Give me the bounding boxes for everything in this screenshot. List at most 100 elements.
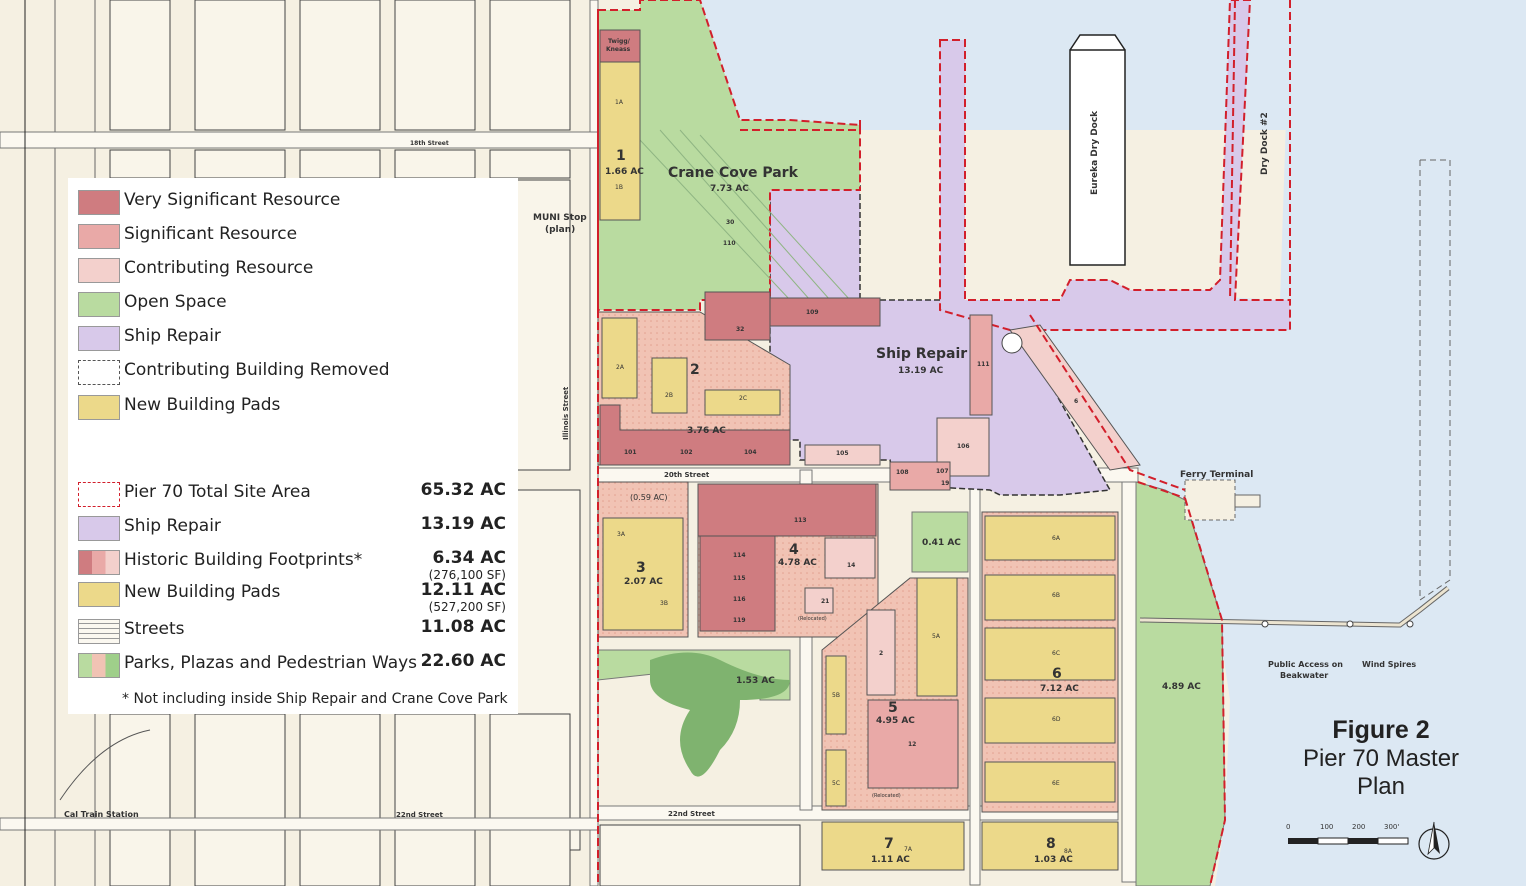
bldg-113: 113: [794, 517, 807, 524]
eureka-dry-dock: [1069, 34, 1126, 266]
scale-tick-200: 200: [1352, 823, 1366, 831]
legend-swatch: [78, 395, 120, 420]
bldg-5c: 5C: [832, 780, 841, 787]
block-1-number: 1: [616, 148, 626, 164]
legend-swatch: [78, 482, 120, 507]
label-22nd-street-east: 22nd Street: [668, 810, 715, 818]
block-3-number: 3: [636, 560, 646, 576]
bldg-5a: 5A: [932, 633, 940, 640]
block-7-number: 7: [884, 836, 894, 852]
legend-swatch: [78, 619, 120, 644]
legend-area-value: 6.34 AC: [432, 548, 507, 568]
legend-area-item: New Building Pads 12.11 AC(527,200 SF): [68, 578, 508, 614]
legend-item: Open Space: [68, 288, 508, 318]
legend-swatch: [78, 190, 120, 215]
block-7: [821, 821, 965, 871]
label-illinois-street: Illinois Street: [562, 386, 570, 440]
block-4-area: 4.78 AC: [778, 558, 817, 568]
block-8: [981, 821, 1119, 871]
bldg-6: 6: [1074, 398, 1079, 405]
block-5-area: 4.95 AC: [876, 716, 915, 726]
legend-label: Very Significant Resource: [124, 190, 341, 210]
label-muni-stop: MUNI Stop: [533, 213, 587, 223]
legend-swatch: [78, 516, 120, 541]
label-crane-cove-area: 7.73 AC: [710, 184, 749, 194]
bldg-14: 14: [847, 562, 856, 569]
block-1: [599, 54, 641, 221]
legend-area-label: Pier 70 Total Site Area: [124, 482, 311, 502]
legend-swatch: [78, 258, 120, 283]
block-4-number: 4: [789, 542, 799, 558]
legend-label: Open Space: [124, 292, 227, 312]
legend-area-subvalue: (527,200 SF): [428, 600, 506, 614]
bldg-109: 109: [806, 309, 819, 316]
label-breakwater: Beakwater: [1280, 671, 1329, 680]
site-boundary: [597, 9, 1227, 886]
bldg-2c: 2C: [739, 395, 748, 402]
label-twigg: Twigg/: [608, 38, 630, 45]
bldg-101: 101: [624, 449, 637, 456]
legend-swatch: [78, 292, 120, 317]
label-ferry-terminal: Ferry Terminal: [1180, 470, 1254, 480]
legend-item: New Building Pads: [68, 391, 508, 421]
crane-cove-park: [597, 0, 861, 311]
bldg-2b: 2B: [665, 392, 673, 399]
legend-area-label: Historic Building Footprints*: [124, 550, 363, 570]
scale-bar: 0 100 200 300': [1286, 820, 1416, 850]
area-041: 0.41 AC: [922, 538, 961, 548]
legend-area-item: Historic Building Footprints* 6.34 AC(276…: [68, 546, 508, 582]
legend-area-subvalue: (276,100 SF): [428, 568, 506, 582]
legend-label: New Building Pads: [124, 395, 281, 415]
label-wind-spires: Wind Spires: [1362, 660, 1417, 669]
relocated-label-2: (Relocated): [872, 793, 901, 799]
block-6-number: 6: [1052, 666, 1062, 682]
scale-tick-0: 0: [1286, 823, 1291, 831]
legend-item: Significant Resource: [68, 220, 508, 250]
bldg-6c: 6C: [1052, 650, 1061, 657]
label-ship-repair-area: 13.19 AC: [898, 366, 944, 376]
figure-title-block: Figure 2 Pier 70 Master Plan: [1276, 716, 1486, 801]
north-arrow-icon: [1416, 818, 1452, 867]
legend-area-label: Streets: [124, 619, 185, 639]
label-kneass: Kneass: [606, 46, 631, 53]
block-8-area: 1.03 AC: [1034, 855, 1073, 865]
bldg-114: 114: [733, 552, 746, 559]
legend-swatch: [78, 224, 120, 249]
legend-footnote: * Not including inside Ship Repair and C…: [122, 691, 508, 707]
bldg-106: 106: [957, 443, 970, 450]
label-20th-street: 20th Street: [664, 471, 710, 479]
bldg-1b: 1B: [615, 184, 623, 191]
bldg-116: 116: [733, 596, 746, 603]
area-153: 1.53 AC: [736, 676, 775, 686]
legend-item: Contributing Resource: [68, 254, 508, 284]
legend-area-label: Parks, Plazas and Pedestrian Ways: [124, 653, 418, 673]
block-1-area: 1.66 AC: [605, 167, 644, 177]
legend-item: Ship Repair: [68, 322, 508, 352]
bldg-111: 111: [977, 361, 990, 368]
label-dry-dock-2: Dry Dock #2: [1260, 112, 1270, 175]
bldg-6a: 6A: [1052, 535, 1060, 542]
area-489: 4.89 AC: [1162, 682, 1201, 692]
bldg-3a: 3A: [617, 531, 625, 538]
legend-swatch: [78, 326, 120, 351]
figure-number: Figure 2: [1332, 716, 1430, 744]
bldg-2a: 2A: [616, 364, 624, 371]
legend-area-value: 12.11 AC: [420, 580, 506, 600]
legend-swatch: [78, 653, 120, 678]
bldg-21: 21: [821, 598, 830, 605]
legend-area-value: 22.60 AC: [420, 651, 506, 671]
block-5-number: 5: [888, 700, 898, 716]
bldg-107: 107: [936, 468, 949, 475]
bldg-3b: 3B: [660, 600, 668, 607]
bldg-108: 108: [896, 469, 909, 476]
bldg-6d: 6D: [1052, 716, 1061, 723]
bldg-2: 2: [879, 650, 884, 657]
legend-swatch: [78, 360, 120, 385]
legend-area-label: Ship Repair: [124, 516, 221, 536]
bldg-12: 12: [908, 741, 917, 748]
legend-area-label: New Building Pads: [124, 582, 281, 602]
